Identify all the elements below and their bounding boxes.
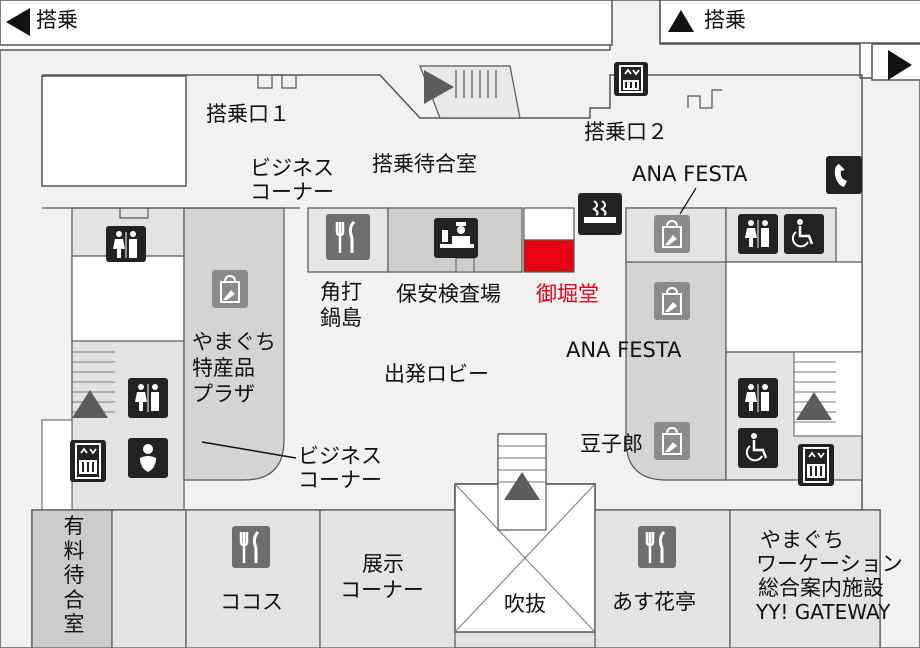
cocos-label: ココス	[220, 590, 283, 614]
right-direction-arrow	[888, 50, 912, 80]
gate-wall	[42, 74, 863, 510]
accessible-restroom-icon	[784, 214, 824, 254]
ana-festa-top-label: ANA FESTA	[632, 162, 748, 186]
waiting-room-label: 搭乗待合室	[372, 152, 477, 176]
exhibition-room	[319, 509, 456, 648]
elevator-icon	[614, 62, 648, 96]
smoking-icon	[578, 193, 622, 235]
restaurant-icon	[232, 526, 270, 568]
security-officer-icon	[434, 218, 478, 258]
right-white-room	[725, 261, 863, 353]
elevator-icon	[798, 444, 834, 486]
business-callout-line	[201, 441, 297, 459]
right-stair-up-arrow	[796, 392, 832, 420]
baby-room-icon	[128, 438, 168, 478]
gateway-line2: ワーケーション	[756, 552, 903, 576]
ana-festa-column	[625, 207, 727, 481]
exhibition-line1: 展示	[362, 552, 404, 576]
gobori-shop	[523, 239, 575, 273]
left-bottom-white	[41, 419, 73, 511]
restroom-icon	[106, 226, 146, 262]
security-label: 保安検査場	[396, 282, 501, 306]
paid-lounge-char-4: 合	[63, 587, 85, 612]
atrium-label: 吹抜	[504, 592, 546, 616]
accessible-restroom-icon	[738, 428, 778, 468]
shopping-bag-icon	[654, 422, 690, 460]
gateway-line3: 総合案内施設	[758, 576, 884, 600]
plaza-line2: 特産品	[192, 356, 255, 380]
plaza-line1: やまぐち	[192, 330, 276, 354]
business-corner-top-line2: コーナー	[250, 180, 334, 204]
paid-lounge-char-1: 有	[63, 514, 85, 538]
asuhanatei-label: あす花亭	[612, 590, 696, 614]
kakuuchi-line2: 鍋島	[320, 306, 362, 330]
gobori-label: 御堀堂	[536, 282, 599, 306]
gate2-notches	[687, 89, 722, 109]
elevator-icon	[70, 440, 106, 482]
plaza-shop-shape	[183, 207, 285, 481]
left-white-room	[71, 255, 185, 342]
left-stair-up-arrow	[72, 390, 108, 418]
shop-slot-2	[111, 509, 187, 648]
business-wall-r	[119, 208, 149, 219]
gate1-notches	[257, 74, 297, 89]
paid-lounge-label: 有 料 待 合 室	[60, 514, 88, 637]
left-stair-lines	[72, 351, 115, 413]
gate2-label: 搭乗口２	[584, 120, 668, 144]
security-gate	[455, 257, 475, 273]
plaza-line3: プラザ	[192, 382, 255, 406]
atrium-up-arrow	[504, 472, 540, 500]
departure-lobby-label: 出発ロビー	[384, 362, 489, 386]
gateway-line1: やまぐち	[760, 528, 844, 552]
business-corner-top-line1: ビジネス	[250, 156, 334, 180]
boarding-left-label: 搭乗	[36, 8, 78, 32]
paid-lounge-char-3: 待	[63, 563, 85, 587]
corridor-left	[0, 0, 613, 46]
boarding-up-label: 搭乗	[704, 8, 746, 32]
business-corner-bottom-line1: ビジネス	[298, 444, 382, 468]
left-office	[41, 75, 187, 187]
shopping-bag-icon	[654, 282, 690, 320]
restaurant-icon	[638, 526, 676, 568]
paid-lounge-char-5: 室	[63, 612, 85, 636]
top-escalator-steps	[455, 70, 497, 98]
right-stair-room	[793, 351, 863, 437]
gateway-line4: YY! GATEWAY	[756, 600, 891, 624]
restroom-icon	[738, 214, 778, 254]
ana-festa-mid-label: ANA FESTA	[566, 338, 682, 362]
business-corner-bottom-line2: コーナー	[298, 468, 382, 492]
gobori-upper-room	[523, 207, 575, 241]
paid-lounge	[31, 509, 113, 648]
mamekoro-label: 豆子郎	[580, 432, 643, 456]
up-direction-arrow	[668, 10, 694, 32]
exhibition-line2: コーナー	[340, 578, 424, 602]
phone-icon	[826, 156, 862, 194]
restaurant-icon	[326, 214, 370, 260]
shopping-bag-icon	[654, 215, 690, 253]
gateway-room	[729, 509, 881, 648]
paid-lounge-char-2: 料	[63, 538, 85, 563]
shopping-bag-icon	[212, 270, 248, 308]
top-escalator	[419, 65, 521, 119]
ana-festa-callout-line	[679, 187, 697, 215]
top-escalator-arrow	[424, 70, 454, 104]
left-direction-arrow	[6, 8, 30, 36]
restroom-icon	[738, 378, 778, 418]
restroom-icon	[128, 378, 168, 418]
corridor-right	[659, 0, 920, 44]
kakuuchi-line1: 角打	[320, 280, 362, 304]
gate1-label: 搭乗口１	[206, 102, 290, 126]
